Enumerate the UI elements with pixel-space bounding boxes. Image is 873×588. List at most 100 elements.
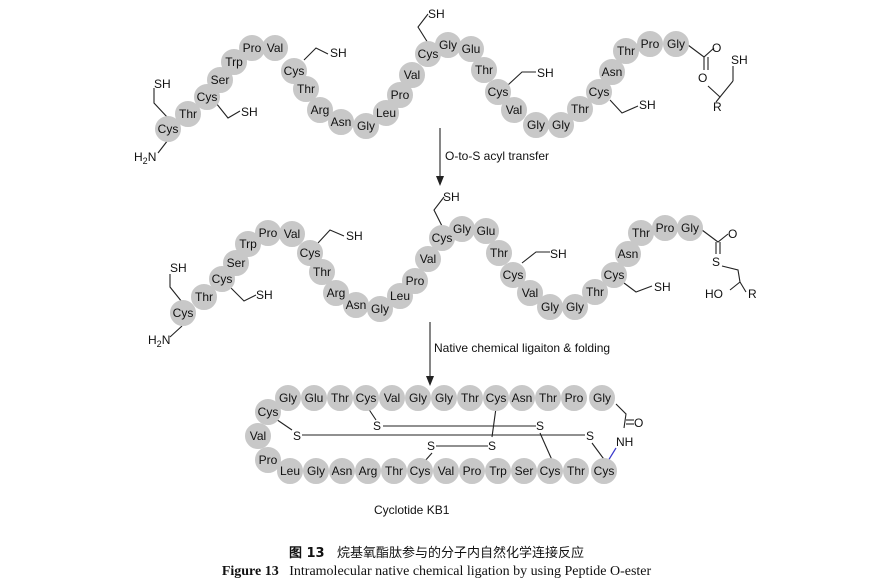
h2n-label: H2N <box>148 333 170 349</box>
residue-label: Arg <box>311 103 330 117</box>
residue-label: Val <box>267 41 283 55</box>
residue-label: Val <box>420 252 436 266</box>
residue-bead <box>155 116 181 142</box>
sh-label: SH <box>330 46 347 60</box>
residue-bead <box>535 385 561 411</box>
residue-label: Asn <box>331 115 352 129</box>
residue-label: Thr <box>539 391 557 405</box>
residue-label: Cys <box>594 464 615 478</box>
residue-label: Cys <box>488 85 509 99</box>
residue-bead <box>486 240 512 266</box>
residue-label: Pro <box>259 453 278 467</box>
residue-label: Thr <box>617 44 635 58</box>
residue-bead <box>485 79 511 105</box>
row1-side-chains: H2N SH SH SH SH SH SH O O <box>134 7 748 166</box>
residue-label: Pro <box>259 226 278 240</box>
residue-bead <box>399 62 425 88</box>
residue-bead <box>353 113 379 139</box>
residue-bead <box>562 294 588 320</box>
sh-label: SH <box>428 7 445 21</box>
residue-label: Cys <box>432 231 453 245</box>
residue-label: Glu <box>462 42 481 56</box>
residue-bead <box>415 246 441 272</box>
residue-label: Gly <box>552 118 570 132</box>
residue-label: Gly <box>409 391 427 405</box>
residue-bead <box>601 262 627 288</box>
residue-bead <box>355 458 381 484</box>
residue-bead <box>471 57 497 83</box>
caption-cn-figure-number: 图 13 <box>288 546 325 561</box>
residue-label: Arg <box>327 286 346 300</box>
residue-label: Cys <box>418 47 439 61</box>
ester-o-label: O <box>698 71 707 85</box>
residue-bead <box>483 385 509 411</box>
residue-bead <box>329 458 355 484</box>
residue-label: Gly <box>279 391 297 405</box>
residue-label: Cys <box>410 464 431 478</box>
sulfur-label: S <box>586 429 594 443</box>
residue-label: Thr <box>313 265 331 279</box>
residue-bead <box>221 49 247 75</box>
residue-bead <box>323 280 349 306</box>
residue-bead <box>255 447 281 473</box>
residue-label: Asn <box>346 298 367 312</box>
residue-label: Gly <box>307 464 325 478</box>
residue-label: Cys <box>486 391 507 405</box>
residue-bead <box>501 97 527 123</box>
sulfur-label: S <box>373 419 381 433</box>
residue-label: Trp <box>239 237 257 251</box>
residue-bead <box>473 218 499 244</box>
residue-label: Thr <box>297 82 315 96</box>
residue-label: Trp <box>225 55 243 69</box>
residue-label: Cys <box>284 64 305 78</box>
sh-label: SH <box>256 288 273 302</box>
residue-bead <box>309 259 335 285</box>
sulfur-label: S <box>293 429 301 443</box>
residue-label: Gly <box>593 391 611 405</box>
residue-bead <box>537 458 563 484</box>
h2n-label: H2N <box>134 150 156 166</box>
residue-label: Pro <box>565 391 584 405</box>
sulfur-label: S <box>427 439 435 453</box>
residue-label: Val <box>384 391 400 405</box>
residue-bead <box>615 241 641 267</box>
residue-label: Glu <box>305 391 324 405</box>
residue-label: Cys <box>540 464 561 478</box>
residue-bead <box>301 385 327 411</box>
residue-label: Ser <box>227 256 246 270</box>
ligation-site: O NH <box>607 403 643 462</box>
residue-label: Gly <box>681 221 699 235</box>
residue-bead <box>613 38 639 64</box>
residue-bead <box>235 231 261 257</box>
residue-label: Cys <box>356 391 377 405</box>
residue-label: Ser <box>515 464 534 478</box>
carbonyl-o-label: O <box>728 227 737 241</box>
residue-bead <box>517 280 543 306</box>
residue-bead <box>373 100 399 126</box>
sh-label: SH <box>550 247 567 261</box>
residue-bead <box>327 385 353 411</box>
thioester-s-label: S <box>712 255 720 269</box>
residue-label: Glu <box>477 224 496 238</box>
residue-bead <box>405 385 431 411</box>
residue-bead <box>548 112 574 138</box>
residue-bead <box>500 262 526 288</box>
residue-bead <box>281 58 307 84</box>
residue-label: Pro <box>243 41 262 55</box>
arrow-acyl-transfer: O-to-S acyl transfer <box>436 128 549 186</box>
sh-label: SH <box>170 261 187 275</box>
residue-bead <box>589 385 615 411</box>
sulfur-label: S <box>488 439 496 453</box>
residue-bead <box>677 215 703 241</box>
product-label: Cyclotide KB1 <box>374 503 450 517</box>
residue-label: Cys <box>158 122 179 136</box>
residue-bead <box>563 458 589 484</box>
residue-label: Cys <box>300 246 321 260</box>
sh-label: SH <box>154 77 171 91</box>
sh-label: SH <box>654 280 671 294</box>
residue-bead <box>175 101 201 127</box>
residue-label: Gly <box>435 391 453 405</box>
residue-bead <box>431 385 457 411</box>
residue-label: Val <box>284 227 300 241</box>
